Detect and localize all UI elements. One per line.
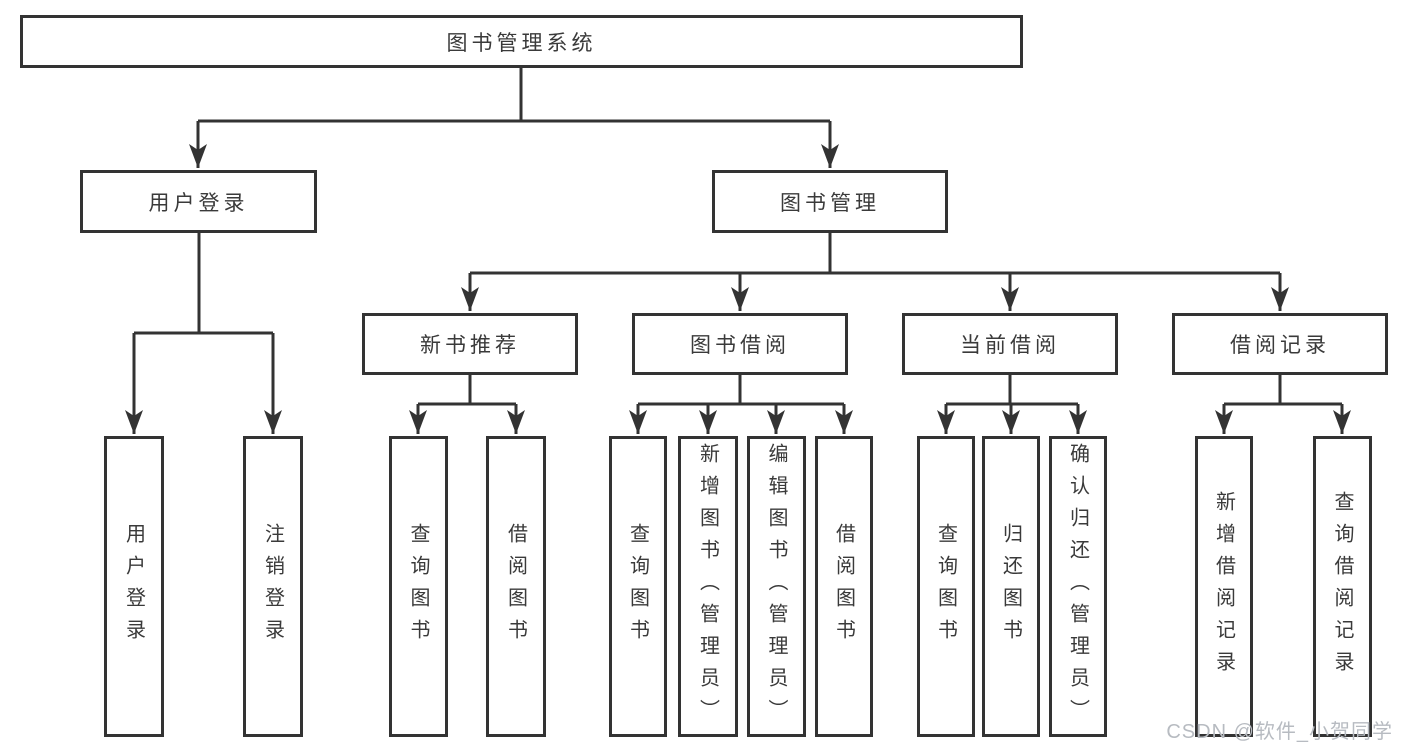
node-label: 新书推荐	[420, 334, 520, 357]
node-current-borrow: 当前借阅	[902, 313, 1118, 375]
node-label: 查询图书	[626, 522, 649, 651]
node-label: 借阅图书	[504, 522, 527, 651]
node-label: 用户登录	[148, 191, 249, 215]
leaf-user-login: 用户登录	[104, 436, 164, 737]
leaf-edit-book-admin: 编辑图书（管理员）	[747, 436, 806, 737]
node-borrow-records: 借阅记录	[1172, 313, 1388, 375]
leaf-return-books: 归还图书	[982, 436, 1040, 737]
node-label: 图书管理系统	[446, 31, 597, 55]
node-label: 借阅图书	[832, 522, 855, 651]
leaf-query-borrow-record: 查询借阅记录	[1313, 436, 1372, 737]
node-library-system: 图书管理系统	[20, 15, 1023, 68]
leaf-logout-login: 注销登录	[243, 436, 303, 737]
node-label: 查询图书	[934, 522, 957, 651]
node-label: 图书借阅	[690, 334, 790, 357]
node-label: 新增借阅记录	[1212, 490, 1235, 683]
node-label: 查询图书	[407, 522, 429, 651]
node-label: 新增图书（管理员）	[696, 442, 719, 731]
leaf-query-books-borrow: 查询图书	[609, 436, 667, 737]
node-label: 注销登录	[261, 522, 284, 651]
node-new-book-recommend: 新书推荐	[362, 313, 578, 375]
leaf-confirm-return-admin: 确认归还（管理员）	[1049, 436, 1107, 737]
node-book-management: 图书管理	[712, 170, 948, 233]
node-label: 图书管理	[780, 191, 880, 215]
node-label: 查询借阅记录	[1331, 490, 1353, 683]
node-label: 归还图书	[999, 522, 1022, 651]
leaf-query-books-recommend: 查询图书	[389, 436, 448, 737]
node-label: 编辑图书（管理员）	[765, 442, 787, 731]
node-label: 当前借阅	[960, 334, 1060, 357]
leaf-add-book-admin: 新增图书（管理员）	[678, 436, 738, 737]
node-label: 用户登录	[122, 522, 145, 651]
leaf-borrow-books-recommend: 借阅图书	[486, 436, 546, 737]
leaf-add-borrow-record: 新增借阅记录	[1195, 436, 1253, 737]
watermark-text: CSDN @软件_小贺同学	[1166, 721, 1393, 743]
leaf-query-books-current: 查询图书	[917, 436, 975, 737]
leaf-borrow-books-2: 借阅图书	[815, 436, 873, 737]
node-user-login-branch: 用户登录	[80, 170, 317, 233]
node-label: 确认归还（管理员）	[1066, 442, 1089, 731]
node-book-borrow: 图书借阅	[632, 313, 848, 375]
node-label: 借阅记录	[1230, 334, 1330, 357]
connector-trunks	[134, 68, 1342, 406]
